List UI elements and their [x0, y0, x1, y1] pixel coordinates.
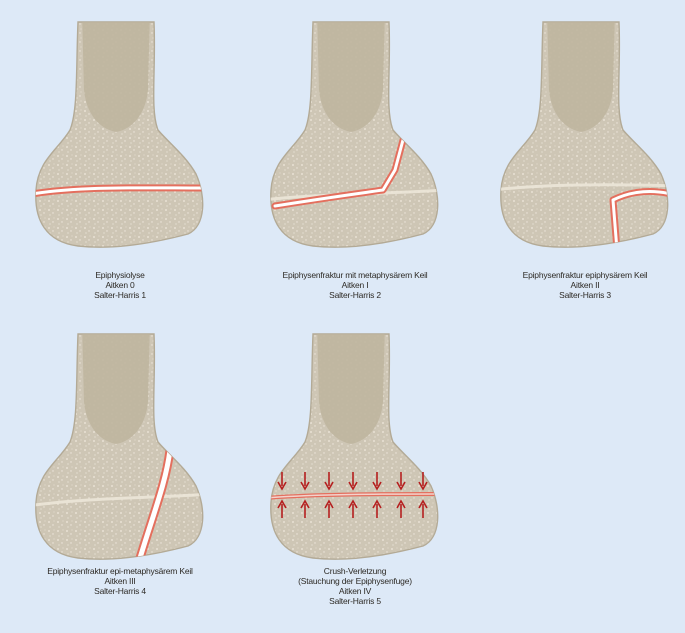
caption-line-name: Crush-Verletzung [323, 566, 387, 576]
caption-line-aitken: Aitken III [104, 576, 136, 586]
bone-shape [500, 21, 669, 248]
bone-illustration-aitken-3 [35, 333, 204, 560]
panel-aitken-4: Crush-Verletzung (Stauchung der Epiphyse… [255, 322, 455, 632]
bone-shape [35, 333, 204, 560]
caption-line-salter-harris: Salter-Harris 3 [559, 290, 611, 300]
caption-line-aitken: Aitken I [341, 280, 369, 290]
crush-arrow-up [418, 499, 428, 518]
panel-aitken-1: Epiphysenfraktur mit metaphysärem Keil A… [255, 10, 455, 310]
crush-arrow-down [348, 472, 358, 491]
crush-arrow-up [396, 499, 406, 518]
caption-line-aitken: Aitken 0 [105, 280, 135, 290]
crush-arrow-down [324, 472, 334, 491]
caption-line-aitken: Aitken II [570, 280, 600, 290]
panel-aitken-3: Epiphysenfraktur epi-metaphysärem Keil A… [20, 322, 220, 622]
crush-arrow-up [348, 499, 358, 518]
caption-aitken-4: Crush-Verletzung (Stauchung der Epiphyse… [255, 566, 455, 606]
caption-line-name: Epiphysenfraktur epiphysärem Keil [522, 270, 648, 280]
bone-illustration-aitken-4 [270, 333, 439, 560]
crush-arrow-down [372, 472, 382, 491]
caption-line-salter-harris: Salter-Harris 5 [329, 596, 381, 606]
bone-illustration-aitken-1 [270, 21, 439, 248]
crush-arrow-down [277, 472, 287, 491]
crush-arrow-up [277, 499, 287, 518]
caption-line-salter-harris: Salter-Harris 2 [329, 290, 381, 300]
crush-arrow-up [324, 499, 334, 518]
crush-arrow-down [396, 472, 406, 491]
caption-epiphysiolyse: Epiphysiolyse Aitken 0 Salter-Harris 1 [20, 270, 220, 300]
bone-illustration-epiphysiolyse [35, 21, 204, 248]
caption-line-salter-harris: Salter-Harris 1 [94, 290, 146, 300]
bone-illustration-aitken-2 [500, 21, 669, 248]
bone-shape [35, 21, 204, 248]
bone-shape [270, 333, 439, 560]
bone-shape [270, 21, 439, 248]
caption-aitken-2: Epiphysenfraktur epiphysärem Keil Aitken… [485, 270, 685, 300]
caption-line-aitken: Aitken IV [338, 586, 372, 596]
caption-aitken-3: Epiphysenfraktur epi-metaphysärem Keil A… [20, 566, 220, 596]
caption-line-name: Epiphysenfraktur epi-metaphysärem Keil [47, 566, 193, 576]
crush-arrow-up [372, 499, 382, 518]
panel-aitken-2: Epiphysenfraktur epiphysärem Keil Aitken… [485, 10, 685, 310]
caption-line-detail: (Stauchung der Epiphysenfuge) [298, 576, 412, 586]
panel-epiphysiolyse: Epiphysiolyse Aitken 0 Salter-Harris 1 [20, 10, 220, 310]
caption-line-name: Epiphysenfraktur mit metaphysärem Keil [282, 270, 428, 280]
caption-line-salter-harris: Salter-Harris 4 [94, 586, 146, 596]
crush-arrow-down [418, 472, 428, 491]
crush-arrow-up [300, 499, 310, 518]
caption-aitken-1: Epiphysenfraktur mit metaphysärem Keil A… [255, 270, 455, 300]
caption-line-name: Epiphysiolyse [95, 270, 145, 280]
crush-arrow-down [300, 472, 310, 491]
